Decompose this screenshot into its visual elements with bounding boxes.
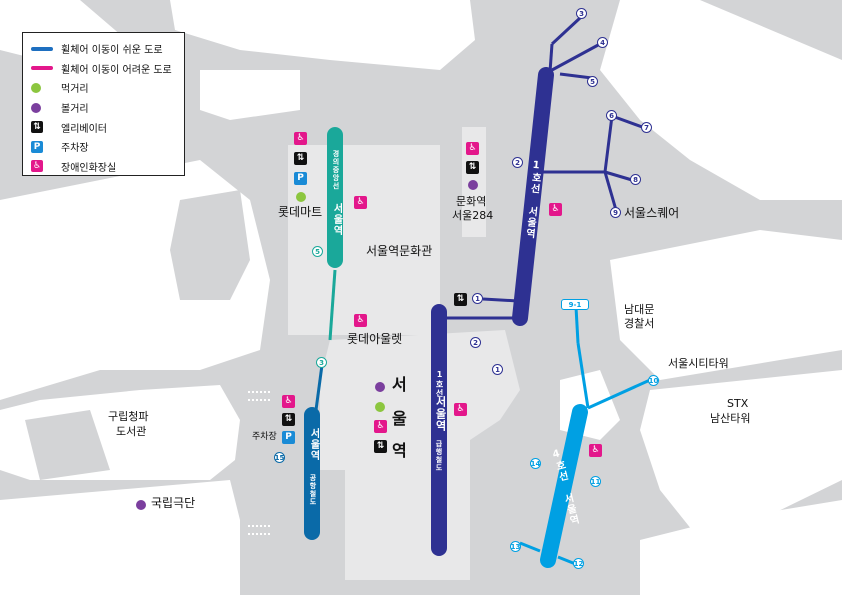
accessible-toilet-icon: ♿ [354, 196, 367, 209]
line1-south-label-a: 1호선 [435, 370, 444, 398]
parking-icon: P [282, 431, 295, 444]
accessible-toilet-icon: ♿ [31, 160, 43, 173]
place-police-b: 경찰서 [624, 317, 655, 330]
line1-exit-4: 4 [597, 37, 608, 48]
legend-item-easy-road: 휠체어 이동이 쉬운 도로 [31, 39, 176, 59]
legend-item-toilet: ♿ 장애인화장실 [31, 157, 176, 177]
accessible-toilet-icon: ♿ [549, 203, 562, 216]
elevator-icon: ⇅ [454, 293, 467, 306]
legend-item-sights: 볼거리 [31, 98, 176, 118]
line4-exit-13: 13 [510, 541, 521, 552]
sights-dot-icon [468, 180, 478, 190]
station-name-yeok: 역 [392, 441, 407, 460]
legend-label: 먹거리 [61, 84, 89, 96]
line1-exit-9: 9 [610, 207, 621, 218]
gyeongui-exit-5: 5 [312, 246, 323, 257]
place-seoul-square: 서울스퀘어 [624, 206, 680, 220]
legend-item-food: 먹거리 [31, 78, 176, 98]
easy-road-swatch [31, 46, 53, 51]
line4-exit-10: 10 [648, 375, 659, 386]
parking-icon: P [31, 140, 43, 153]
line1-exit-1-south: 1 [492, 364, 503, 375]
map-legend: 휠체어 이동이 쉬운 도로 휠체어 이동이 어려운 도로 먹거리 볼거리 ⇅ 엘… [22, 32, 185, 176]
line4-bar [540, 404, 588, 568]
place-parking: 주차장 [252, 432, 277, 442]
line4-exit-9-1: 9-1 [561, 299, 589, 310]
accessible-toilet-icon: ♿ [294, 132, 307, 145]
sights-dot-icon [31, 102, 41, 113]
line1-exit-2-south: 2 [470, 337, 481, 348]
gyeongui-exit-3: 3 [316, 357, 327, 368]
place-city-tower: 서울시티타워 [668, 357, 729, 370]
place-munhwa-station: 문화역 [456, 195, 487, 208]
place-lotte-mart: 롯데마트 [278, 205, 323, 219]
accessible-toilet-icon: ♿ [354, 314, 367, 327]
line1-exit-7: 7 [641, 122, 652, 133]
accessible-toilet-icon: ♿ [589, 444, 602, 457]
legend-label: 주차장 [61, 143, 89, 155]
elevator-icon: ⇅ [282, 413, 295, 426]
line1-exit-3: 3 [576, 8, 587, 19]
gyeongui-connector [328, 269, 337, 341]
line1-exit-6: 6 [606, 110, 617, 121]
accessible-toilet-icon: ♿ [282, 395, 295, 408]
legend-label: 휠체어 이동이 쉬운 도로 [61, 45, 163, 57]
legend-item-hard-road: 휠체어 이동이 어려운 도로 [31, 59, 176, 79]
elevator-icon: ⇅ [466, 161, 479, 174]
legend-label: 휠체어 이동이 어려운 도로 [61, 64, 172, 76]
accessible-toilet-icon: ♿ [454, 403, 467, 416]
place-stx-a: STX [727, 397, 749, 410]
station-name-ul: 울 [392, 409, 407, 428]
food-dot-icon [296, 192, 306, 202]
line1-exit-5: 5 [587, 76, 598, 87]
sights-dot-icon [375, 382, 385, 392]
legend-item-parking: P 주차장 [31, 137, 176, 157]
accessible-toilet-icon: ♿ [374, 420, 387, 433]
hard-road-swatch [31, 66, 53, 71]
place-library-a: 구립청파 [108, 410, 149, 423]
gyeongui-label-b: 서울역 [331, 203, 342, 236]
accessible-toilet-icon: ♿ [466, 142, 479, 155]
line1-north-bar [512, 67, 554, 326]
line1-south-label-b: 서울역 [434, 396, 447, 432]
airport-label-b: 공항철도 [309, 474, 317, 506]
line4-connectors [519, 306, 651, 567]
line1-exit-1-north: 1 [472, 293, 483, 304]
line1-south-label-c: 급행철도 [435, 440, 443, 472]
place-culture-station: 서울역문화관 [366, 244, 433, 258]
line4-exit-12: 12 [573, 558, 584, 569]
airport-exit-15: 15 [274, 452, 285, 463]
place-library-b: 도서관 [116, 425, 147, 438]
line4-exit-11: 11 [590, 476, 601, 487]
station-name-seo: 서 [392, 375, 407, 394]
place-seoul284: 서울284 [452, 209, 494, 222]
airport-connector [314, 364, 324, 411]
parking-icon: P [294, 172, 307, 185]
line4-exit-14: 14 [530, 458, 541, 469]
crosswalks [248, 391, 272, 535]
line1-exit-2-north: 2 [512, 157, 523, 168]
elevator-icon: ⇅ [294, 152, 307, 165]
legend-label: 장애인화장실 [61, 162, 117, 174]
legend-label: 엘리베이터 [61, 123, 107, 135]
airport-label-a: 서울역 [308, 428, 319, 461]
legend-label: 볼거리 [61, 104, 89, 116]
place-police-a: 남대문 [624, 303, 655, 316]
food-dot-icon [31, 82, 41, 93]
elevator-icon: ⇅ [374, 440, 387, 453]
place-national-theater: 국립극단 [151, 496, 196, 510]
gyeongui-label-a: 경의중앙선 [332, 150, 340, 190]
legend-item-elevator: ⇅ 엘리베이터 [31, 117, 176, 137]
buildings [288, 127, 520, 580]
elevator-icon: ⇅ [31, 121, 43, 134]
line1-exit-8: 8 [630, 174, 641, 185]
food-dot-icon [375, 402, 385, 412]
place-stx-b: 남산타워 [710, 412, 751, 425]
place-lotte-outlet: 롯데아울렛 [347, 332, 403, 346]
sights-dot-icon [136, 500, 146, 510]
